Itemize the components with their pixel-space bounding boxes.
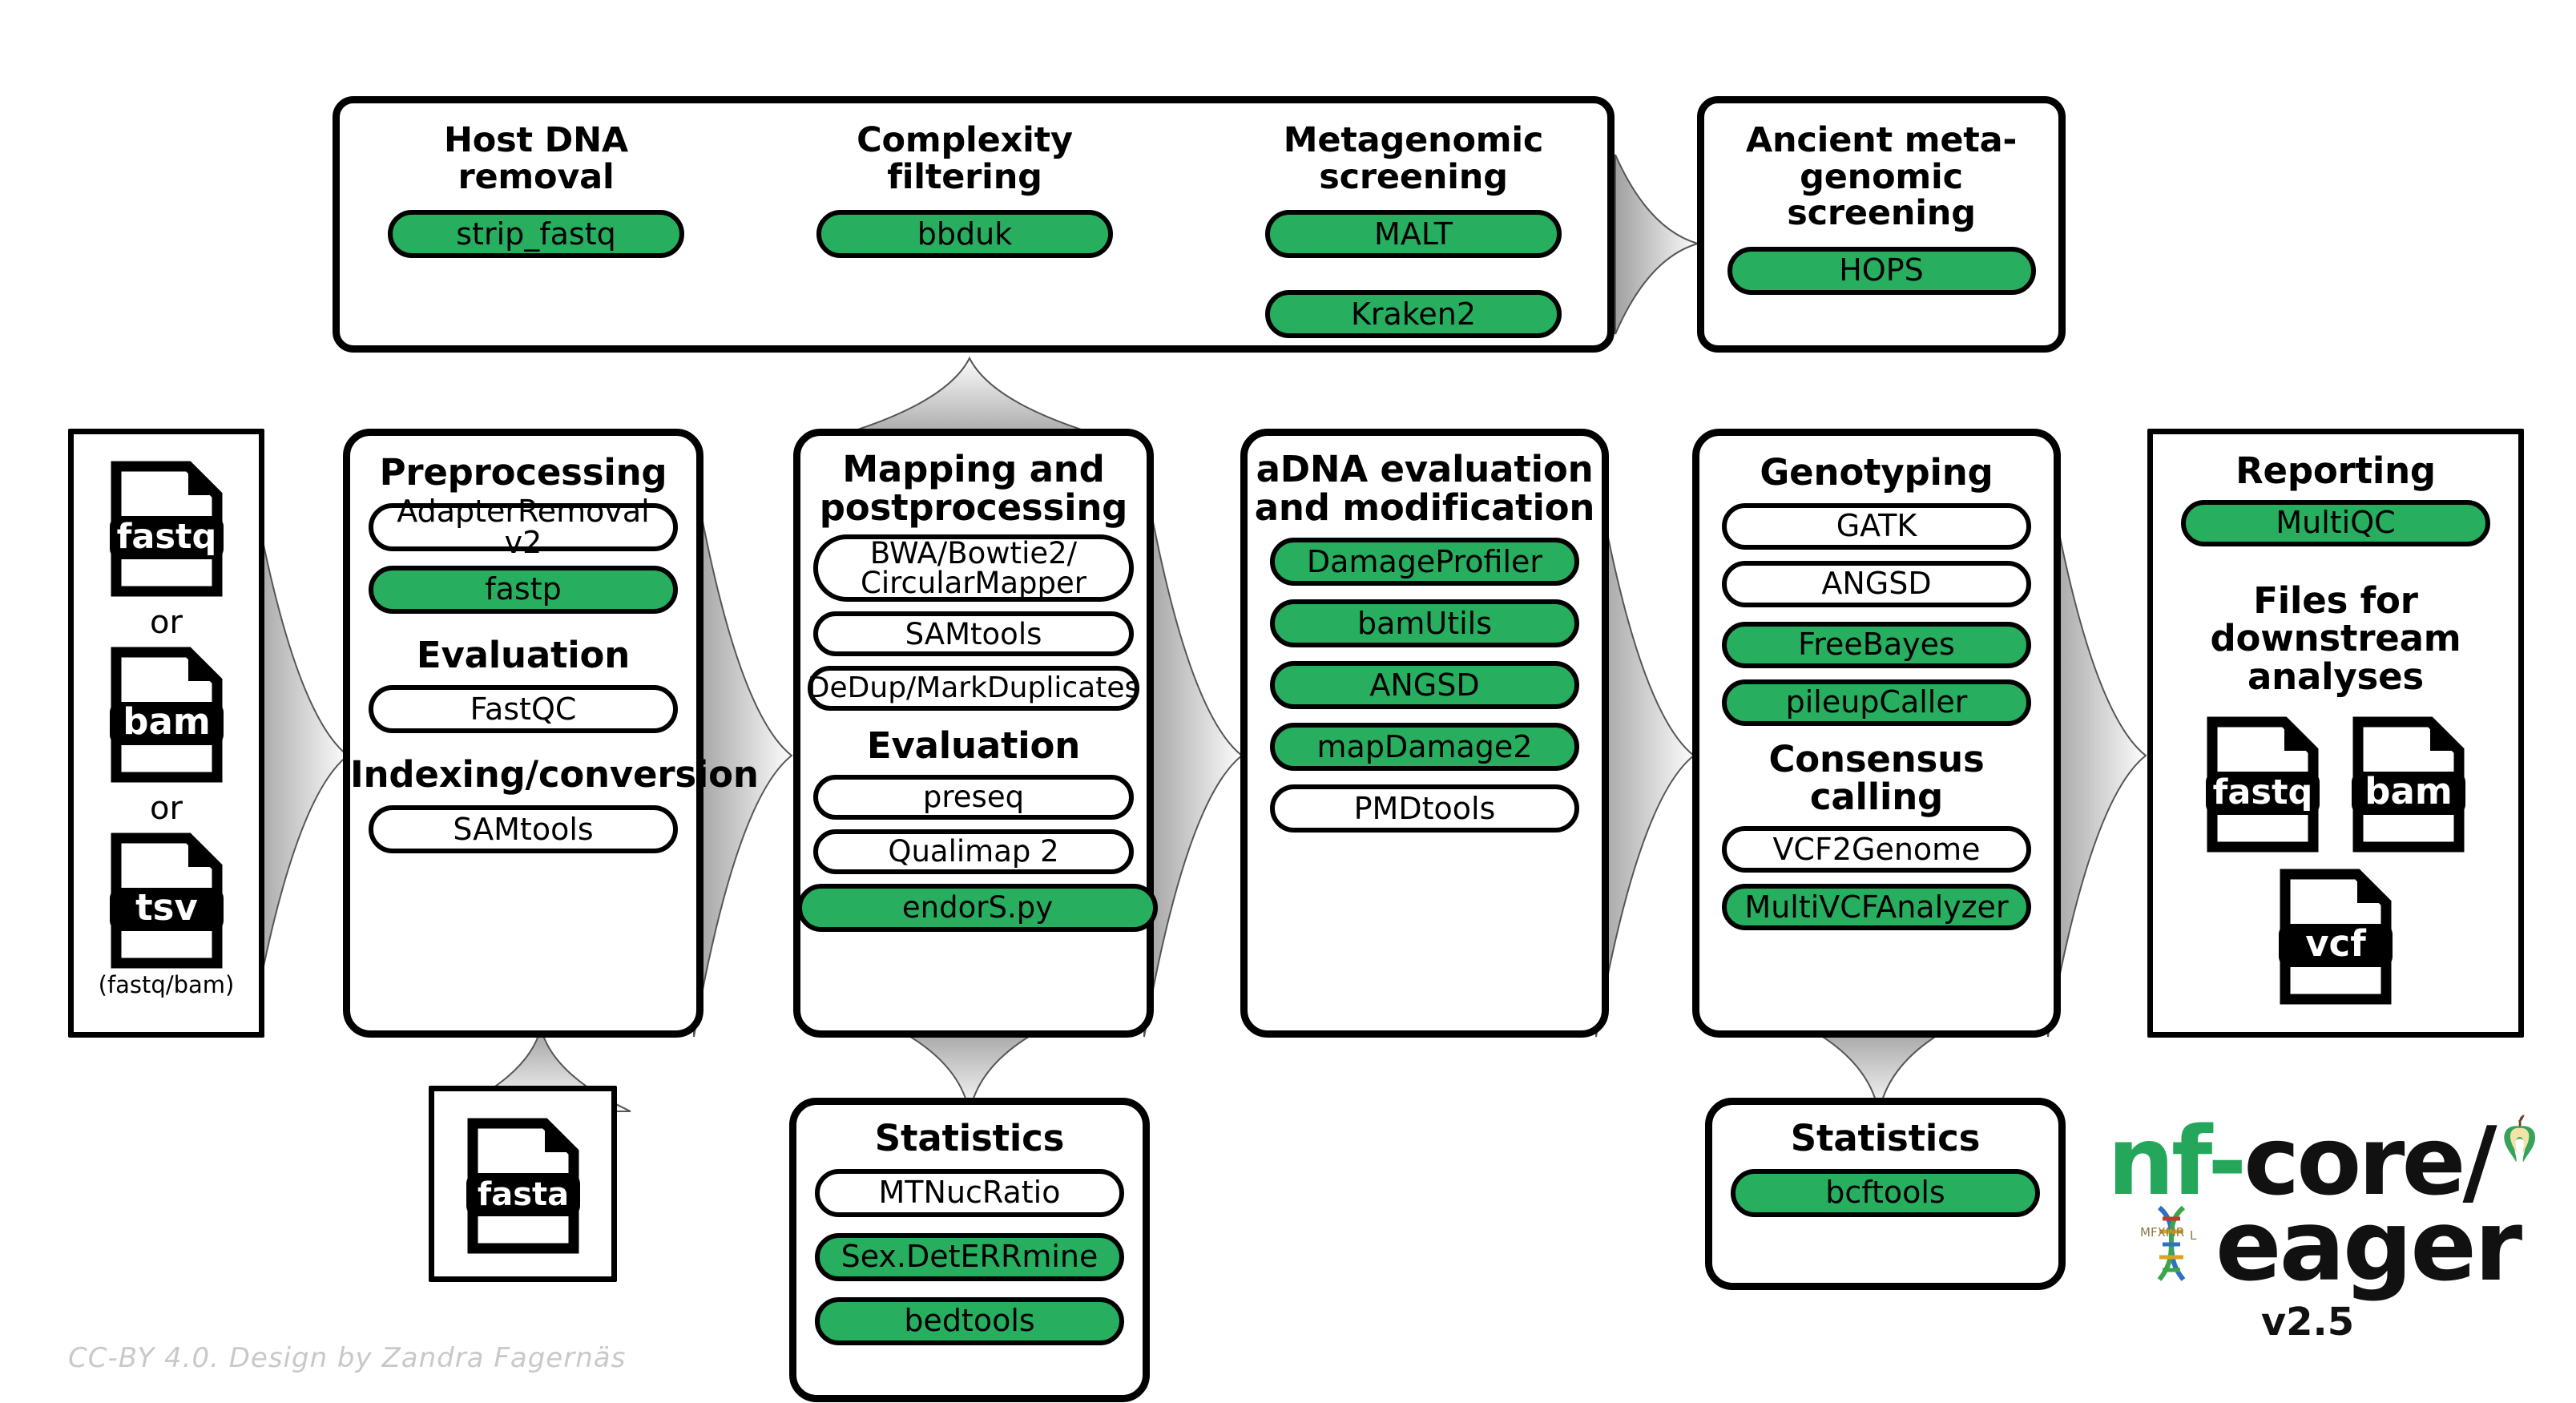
tool-pill-sex-deterrmine[interactable]: Sex.DetERRmine [815, 1232, 1124, 1281]
subgroup-title-indexing-conversion: Indexing/conversion [350, 753, 759, 796]
subgroup-title-evaluation: Evaluation [416, 633, 631, 676]
group-title-reporting: Reporting [2235, 450, 2436, 492]
tool-pill-endors-py[interactable]: endorS.py [797, 884, 1158, 933]
input-or-label-2: or [150, 790, 183, 827]
logo-row-nf-core: nf- core/ [2107, 1114, 2540, 1208]
tool-pill-bamutils[interactable]: bamUtils [1270, 599, 1579, 648]
input-or-label-1: or [150, 604, 183, 641]
subgroup-title-consensus-calling: Consensus calling [1768, 737, 1985, 819]
apple-core-icon [2499, 1114, 2540, 1208]
arrow-mapping-to-adna [1141, 471, 1245, 1040]
file-icon-bam: bam [109, 646, 224, 784]
arrow-mapping-to-topband [809, 356, 1130, 445]
svg-text:MFXMR: MFXMR [2140, 1225, 2184, 1240]
arrow-genotyping-to-reporting [2045, 471, 2149, 1040]
box-mapping-postprocessing: Mapping and postprocessing BWA/Bowtie2/ … [793, 429, 1158, 1038]
logo-text-eager: eager [2215, 1189, 2522, 1303]
tool-pill-preseq[interactable]: preseq [813, 775, 1134, 820]
file-icon-tsv: tsv [109, 832, 224, 970]
group-title-adna: aDNA evaluation and modification [1254, 448, 1595, 529]
subgroup-title-downstream-files: Files for downstream analyses [2210, 579, 2461, 699]
file-icon-bam-output: bam [2352, 716, 2465, 853]
tool-pill-vcf2genome[interactable]: VCF2Genome [1722, 826, 2031, 873]
tool-pill-freebayes[interactable]: FreeBayes [1722, 621, 2031, 668]
box-statistics-genotyping: Statistics bcftools [1705, 1098, 2066, 1290]
tool-pill-multiqc[interactable]: MultiQC [2181, 499, 2490, 546]
tool-pill-fastp[interactable]: fastp [369, 565, 678, 614]
box-reference-fasta: fasta [429, 1086, 617, 1282]
group-title-preprocessing: Preprocessing [379, 451, 667, 494]
box-ancient-metagenomic-screening: Ancient meta- genomic screening HOPS [1697, 96, 2066, 353]
tool-pill-bedtools[interactable]: bedtools [815, 1296, 1124, 1345]
file-icon-vcf-output: vcf [2279, 868, 2393, 1006]
group-complexity-filtering: Complexity filtering bbduk [792, 120, 1137, 259]
tool-pill-samtools-mapping[interactable]: SAMtools [813, 611, 1134, 657]
tool-pill-bbduk[interactable]: bbduk [816, 210, 1113, 259]
file-icon-fasta: fasta [466, 1117, 580, 1255]
tool-pill-dedup-markduplicates[interactable]: DeDup/MarkDuplicates [808, 666, 1139, 712]
downstream-file-icons-row: fastq bam [2153, 716, 2518, 853]
arrow-topband-to-ancient-screening [1613, 152, 1701, 337]
svg-text:fasta: fasta [477, 1176, 568, 1213]
tool-pill-kraken2[interactable]: Kraken2 [1265, 290, 1562, 339]
svg-text:vcf: vcf [2305, 922, 2366, 965]
box-reporting: Reporting MultiQC Files for downstream a… [2147, 429, 2524, 1038]
group-title: Host DNA removal [443, 120, 628, 197]
file-icon-fastq: fastq [109, 460, 224, 598]
logo-text-core: core/ [2243, 1106, 2497, 1216]
group-title-statistics-right: Statistics [1790, 1117, 1981, 1159]
tool-pill-mapdamage2[interactable]: mapDamage2 [1270, 723, 1579, 772]
svg-text:fastq: fastq [116, 517, 216, 557]
tool-pill-mtnucratio[interactable]: MTNucRatio [815, 1168, 1124, 1217]
logo-row-eager: MFXMR L eager [2107, 1197, 2540, 1295]
svg-text:tsv: tsv [135, 886, 198, 929]
dna-helix-icon: MFXMR L [2127, 1201, 2215, 1291]
input-note: (fastq/bam) [98, 971, 235, 998]
tool-pill-bwa-bowtie2-circularmapper[interactable]: BWA/Bowtie2/ CircularMapper [813, 534, 1134, 603]
group-title: Metagenomic screening [1283, 120, 1544, 197]
svg-text:bam: bam [2364, 770, 2452, 812]
group-title: Complexity filtering [857, 120, 1073, 197]
group-host-dna-removal: Host DNA removal strip_fastq [364, 120, 708, 259]
group-metagenomic-screening: Metagenomic screening MALT Kraken2 [1241, 120, 1586, 339]
tool-pill-gatk[interactable]: GATK [1722, 502, 2031, 550]
tool-pill-angsd-genotyping[interactable]: ANGSD [1722, 560, 2031, 607]
box-adna-evaluation-modification: aDNA evaluation and modification DamageP… [1240, 429, 1609, 1038]
svg-text:fastq: fastq [2213, 772, 2313, 812]
nf-core-eager-logo: nf- core/ [2107, 1114, 2540, 1378]
tool-pill-damageprofiler[interactable]: DamageProfiler [1270, 538, 1579, 587]
arrow-preprocessing-to-mapping [691, 471, 795, 1040]
tool-pill-qualimap-2[interactable]: Qualimap 2 [813, 829, 1134, 875]
tool-pill-adapterremoval-v2[interactable]: AdapterRemoval v2 [369, 496, 678, 558]
tool-pill-bcftools[interactable]: bcftools [1731, 1168, 2040, 1217]
box-genotyping: Genotyping GATK ANGSD FreeBayes pileupCa… [1692, 429, 2061, 1038]
tool-pill-malt[interactable]: MALT [1265, 210, 1562, 259]
group-title-mapping: Mapping and postprocessing [819, 448, 1128, 529]
group-title-genotyping: Genotyping [1760, 451, 1993, 494]
svg-text:L: L [2190, 1228, 2197, 1243]
box-input-files: fastq or bam or tsv (fastq/bam) [68, 429, 264, 1038]
credit-line: CC-BY 4.0. Design by Zandra Fagernäs [68, 1342, 627, 1374]
subgroup-title-evaluation-mapping: Evaluation [866, 724, 1081, 768]
logo-text-nf: nf- [2107, 1106, 2247, 1216]
tool-pill-strip-fastq[interactable]: strip_fastq [388, 210, 684, 259]
top-band-container: Host DNA removal strip_fastq Complexity … [333, 96, 1615, 353]
tool-pill-hops[interactable]: HOPS [1727, 246, 2036, 295]
tool-pill-pmdtools[interactable]: PMDtools [1270, 784, 1579, 833]
group-title-ancient-screening: Ancient meta- genomic screening [1745, 120, 2018, 234]
tool-pill-samtools-preprocessing[interactable]: SAMtools [369, 805, 678, 854]
tool-pill-pileupcaller[interactable]: pileupCaller [1722, 679, 2031, 726]
svg-text:bam: bam [123, 700, 210, 743]
file-icon-fastq-output: fastq [2206, 716, 2320, 853]
tool-pill-angsd-adna[interactable]: ANGSD [1270, 661, 1579, 710]
group-title-statistics-left: Statistics [874, 1117, 1065, 1159]
tool-pill-fastqc[interactable]: FastQC [369, 685, 678, 734]
tool-pill-multivcfanalyzer[interactable]: MultiVCFAnalyzer [1722, 884, 2031, 931]
box-preprocessing: Preprocessing AdapterRemoval v2 fastp Ev… [343, 429, 759, 1038]
logo-version: v2.5 [2260, 1300, 2355, 1345]
box-statistics-mapping: Statistics MTNucRatio Sex.DetERRmine bed… [789, 1098, 1150, 1402]
